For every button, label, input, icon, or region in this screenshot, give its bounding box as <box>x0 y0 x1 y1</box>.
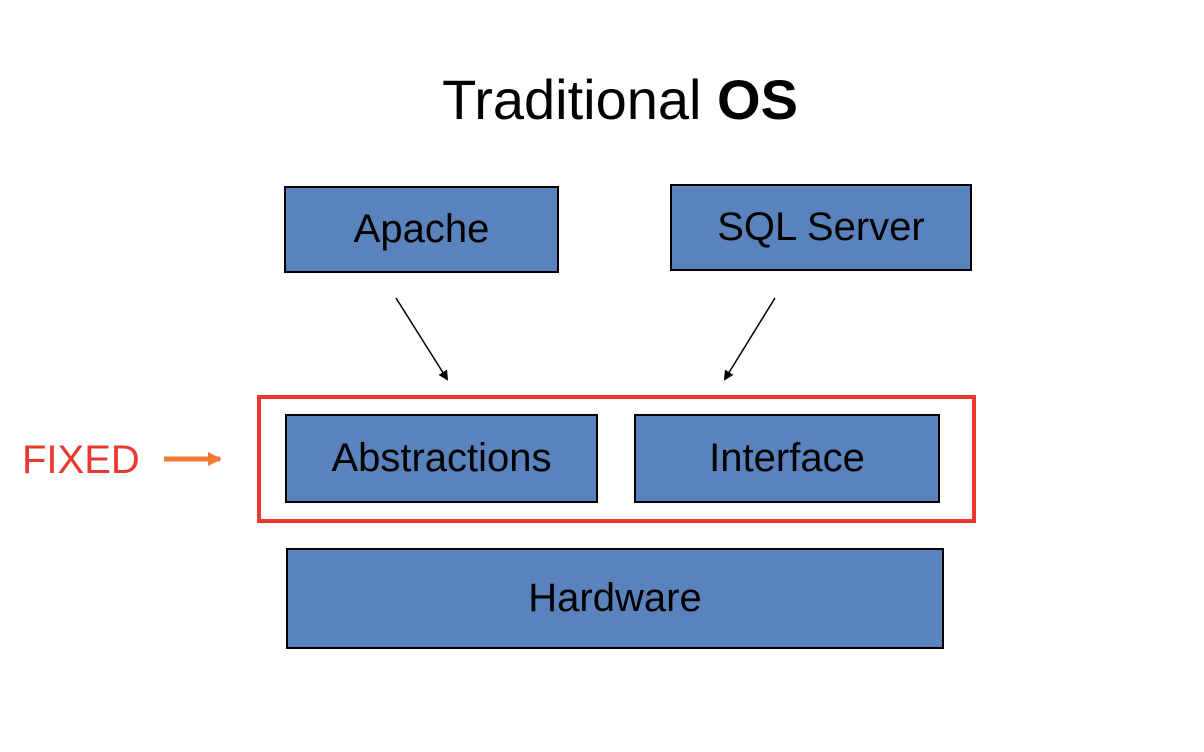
hardware-box: Hardware <box>286 548 944 649</box>
apache-to-abstractions-arrow <box>395 297 449 381</box>
title-prefix: Traditional <box>442 68 702 131</box>
sql-server-to-interface-arrow <box>723 297 776 381</box>
title-emphasis: OS <box>717 68 798 131</box>
sql-server-label: SQL Server <box>717 205 925 249</box>
fixed-annotation-label: FIXED <box>22 438 140 482</box>
sql-server-box: SQL Server <box>670 184 972 271</box>
interface-label: Interface <box>709 436 865 480</box>
fixed-layer-frame <box>257 395 976 523</box>
abstractions-box: Abstractions <box>285 414 598 503</box>
apache-label: Apache <box>353 207 490 251</box>
abstractions-label: Abstractions <box>331 436 552 480</box>
diagram-title: Traditional OS <box>0 64 1204 136</box>
apache-box: Apache <box>284 186 559 273</box>
interface-box: Interface <box>634 414 940 503</box>
hardware-label: Hardware <box>528 576 702 620</box>
